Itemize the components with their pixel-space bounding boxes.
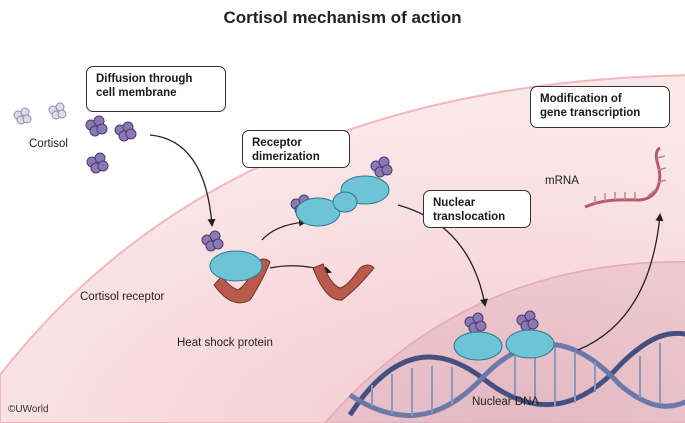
step-diffusion-box: Diffusion through cell membrane xyxy=(86,66,226,112)
step-modification-box: Modification of gene transcription xyxy=(530,86,670,128)
label-cortisol: Cortisol xyxy=(29,138,68,150)
step-translocation-box: Nuclear translocation xyxy=(423,190,531,228)
label-mrna: mRNA xyxy=(545,175,579,187)
step-dimerization-box: Receptor dimerization xyxy=(242,130,350,168)
process-arrows xyxy=(149,134,664,351)
page-title: Cortisol mechanism of action xyxy=(223,8,462,27)
copyright: ©UWorld xyxy=(8,404,49,415)
label-nuclear-dna: Nuclear DNA xyxy=(472,396,540,408)
cortisol-receptors xyxy=(209,175,555,361)
label-cortisol-receptor: Cortisol receptor xyxy=(80,291,165,303)
mrna-strand xyxy=(584,146,667,209)
label-heat-shock-protein: Heat shock protein xyxy=(177,337,273,349)
cortisol-molecules xyxy=(13,102,539,334)
